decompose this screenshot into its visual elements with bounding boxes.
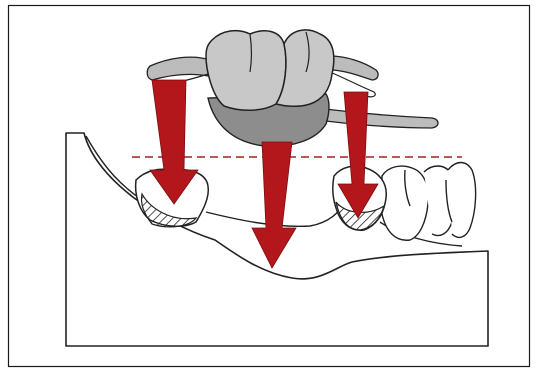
artificial-tooth-left [206,31,286,111]
